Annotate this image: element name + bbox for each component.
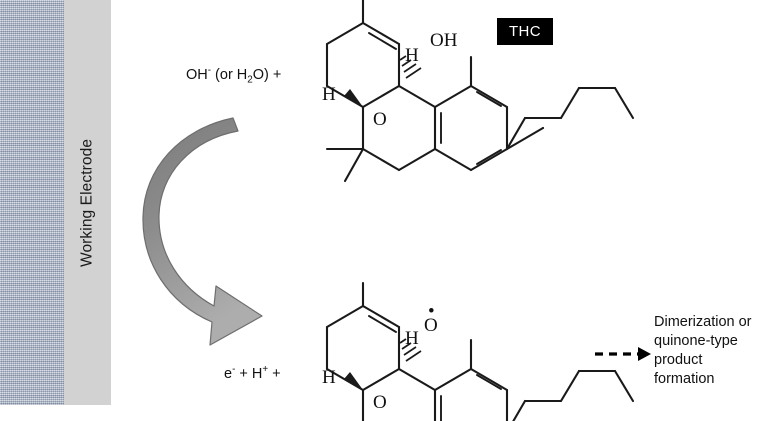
stereo-h-upper-label-radical: H	[405, 328, 419, 349]
hydroxyl-label: OH	[430, 30, 458, 51]
outcome-line-3: product	[654, 351, 703, 368]
outcome-text-block: Dimerization or quinone-type product for…	[654, 313, 776, 388]
reactant-hydroxide-text: OH	[186, 66, 208, 83]
hydroxide-charge: -	[207, 65, 212, 76]
electron-symbol: e	[224, 365, 233, 382]
dashed-reaction-arrow	[595, 347, 651, 361]
curved-reaction-arrow	[142, 117, 263, 346]
electron-charge: -	[232, 364, 236, 375]
stereo-h-lower-label-radical: H	[322, 367, 336, 388]
stereo-wedge-lower-radical	[344, 372, 363, 390]
stereo-h-lower-label: H	[322, 84, 336, 105]
thc-skeleton	[325, 0, 635, 183]
stereo-h-upper-label: H	[405, 45, 419, 66]
product-plus-two: +	[268, 365, 281, 382]
product-plus-one: + H	[235, 365, 263, 382]
electrode-face-band	[64, 0, 111, 405]
pyran-oxygen-label-radical: O	[373, 392, 387, 413]
product-label: e- + H+ +	[224, 364, 281, 382]
proton-charge: +	[262, 364, 269, 375]
reactant-label: OH- (or H2O) +	[186, 65, 281, 86]
radical-oxygen-label: O	[424, 315, 438, 336]
radical-dot-icon: •	[428, 301, 435, 322]
thc-atom-labels: OH O H H	[322, 30, 458, 130]
electrode-texture-band	[0, 0, 64, 405]
thc-radical-skeleton	[325, 281, 635, 421]
outcome-line-2: quinone-type	[654, 332, 738, 349]
thc-badge: THC	[497, 18, 553, 45]
pyran-oxygen-label: O	[373, 109, 387, 130]
water-subscript: 2	[247, 74, 253, 86]
outcome-line-4: formation	[654, 370, 715, 387]
stereo-wedge-lower	[344, 89, 363, 107]
thc-radical-atom-labels: O • O H H	[322, 301, 438, 413]
stereo-hash-upper-radical	[399, 338, 422, 362]
stereo-hash-upper	[399, 55, 422, 79]
reactant-middle-text: (or H	[211, 66, 248, 83]
outcome-line-1: Dimerization or	[654, 314, 752, 330]
reactant-suffix-text: O) +	[252, 66, 282, 83]
